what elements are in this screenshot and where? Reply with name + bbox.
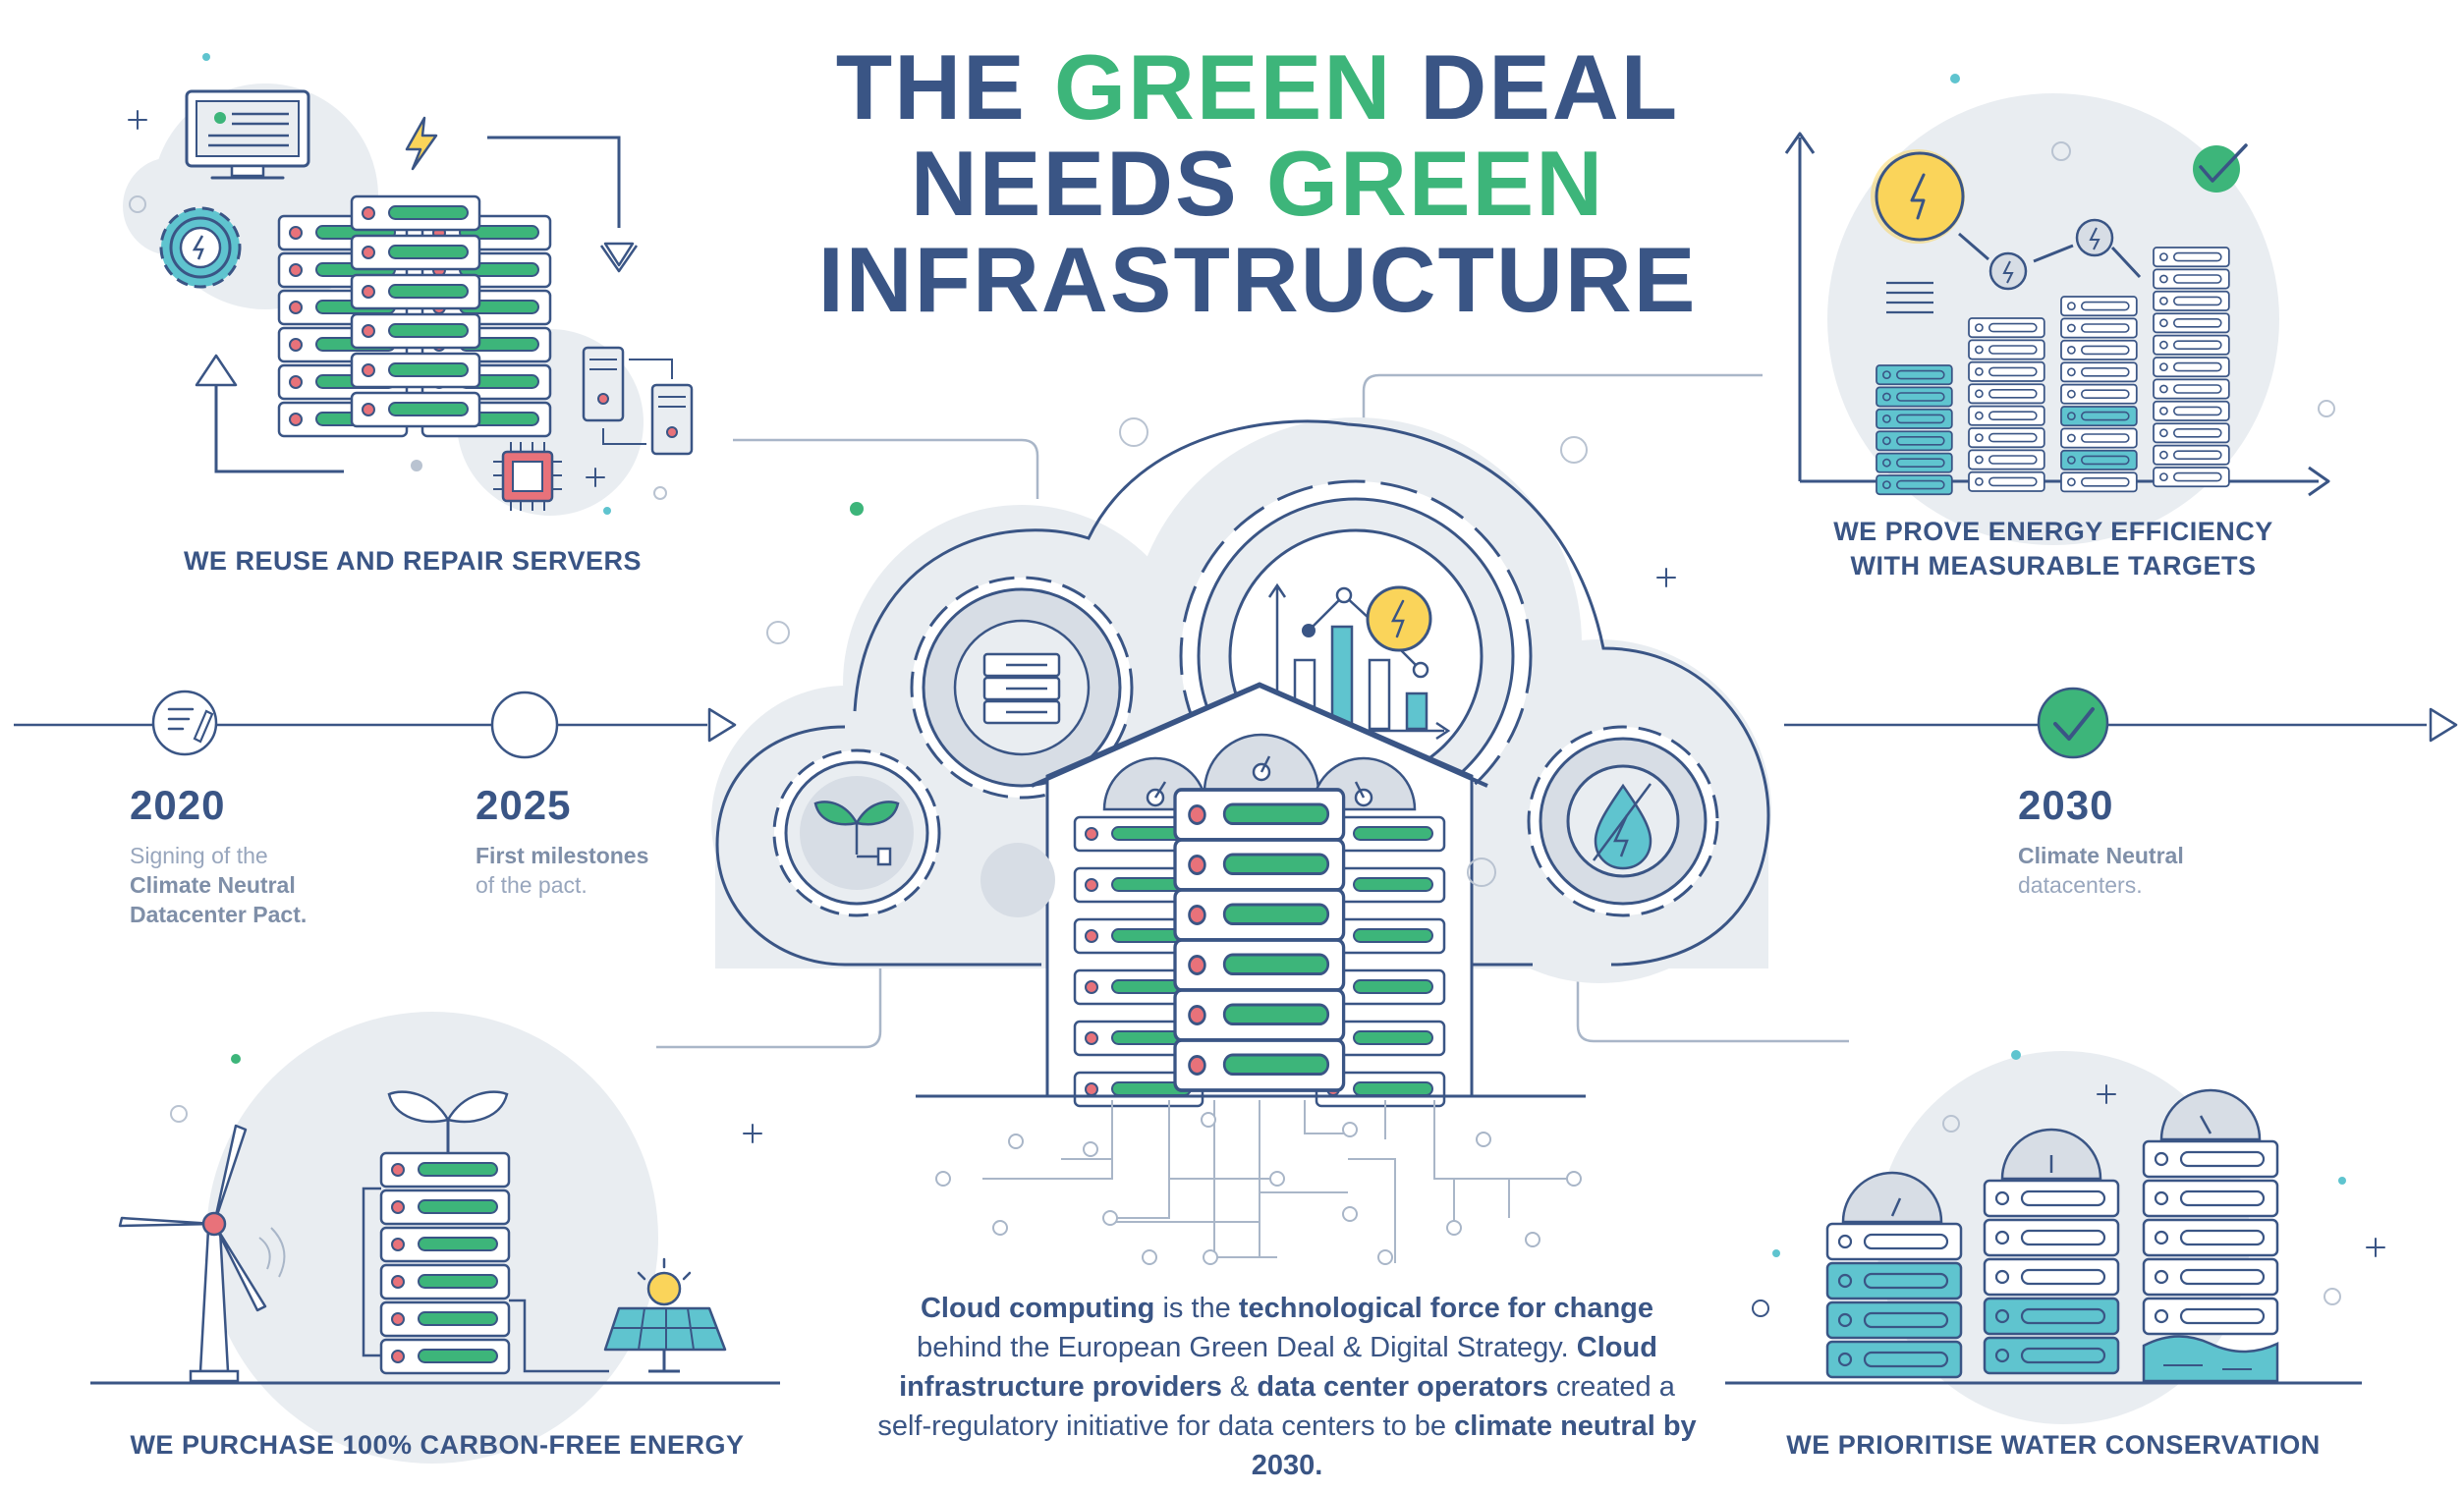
solar-panel-icon xyxy=(603,1257,727,1373)
body-text: is the xyxy=(1154,1293,1239,1324)
milestone-year-2025: 2025 xyxy=(476,782,572,828)
caption-efficiency-line1: WE PROVE ENERGY EFFICIENCY xyxy=(1833,517,2273,546)
milestone-desc-2020: Signing of the Climate Neutral Datacente… xyxy=(130,841,307,929)
reuse-illustration xyxy=(123,53,694,516)
server-rack-icon xyxy=(2142,1139,2279,1383)
milestone-desc-line: First milestones xyxy=(476,843,649,868)
milestone-empty-circle xyxy=(490,691,559,759)
body-bold: data center operators xyxy=(1257,1371,1548,1403)
sprout-icon xyxy=(772,748,941,917)
page-title: THE GREEN DEAL NEEDS GREEN INFRASTRUCTUR… xyxy=(747,39,1768,328)
milestone-desc-line: Climate Neutral xyxy=(130,872,296,898)
body-paragraph: Cloud computing is the technological for… xyxy=(874,1289,1700,1485)
milestone-desc-line: Datacenter Pact. xyxy=(130,902,308,927)
chip-icon xyxy=(493,442,562,511)
title-word: THE xyxy=(835,35,1054,138)
body-bold: climate neutral by 2030. xyxy=(1251,1410,1697,1481)
tower-computer-icon xyxy=(582,346,694,456)
milestone-desc-2030: Climate Neutral datacenters. xyxy=(2018,841,2184,900)
connector-lines xyxy=(656,373,1849,1049)
checkmark-icon xyxy=(2037,687,2109,759)
milestone-year-2030: 2030 xyxy=(2018,782,2114,828)
milestone-desc-line: of the pact. xyxy=(476,872,588,898)
lightning-icon xyxy=(1875,151,1965,242)
milestone-desc-2025: First milestones of the pact. xyxy=(476,841,648,900)
water-drop-icon xyxy=(1527,725,1719,917)
energy-illustration xyxy=(90,1012,780,1464)
milestone-desc-line: Climate Neutral xyxy=(2018,843,2184,868)
caption-water: WE PRIORITISE WATER CONSERVATION xyxy=(1786,1430,2321,1460)
cloud-icon xyxy=(711,417,1771,1265)
title-word-green: GREEN xyxy=(1265,132,1605,235)
sprout-icon xyxy=(387,1090,509,1155)
monitor-icon xyxy=(185,89,310,180)
gear-icon xyxy=(910,576,1134,800)
milestone-desc-line: Signing of the xyxy=(130,843,268,868)
wind-turbine-icon xyxy=(118,1124,286,1383)
title-word: INFRASTRUCTURE xyxy=(817,228,1698,331)
caption-energy: WE PURCHASE 100% CARBON-FREE ENERGY xyxy=(130,1430,745,1460)
title-word: DEAL xyxy=(1392,35,1680,138)
lightning-icon xyxy=(1366,585,1432,652)
body-bold: Cloud infrastructure providers xyxy=(899,1332,1657,1403)
body-bold: Cloud computing xyxy=(920,1293,1155,1324)
water-illustration xyxy=(1725,1050,2385,1424)
server-rack-icon xyxy=(1983,1179,2120,1375)
body-text: & xyxy=(1221,1371,1258,1403)
timeline-right xyxy=(1784,687,2458,759)
body-text: created a self-regulatory initiative for… xyxy=(877,1371,1675,1442)
bar-chart-icon xyxy=(1267,582,1451,741)
lightning-icon xyxy=(405,116,438,171)
caption-efficiency: WE PROVE ENERGY EFFICIENCY WITH MEASURAB… xyxy=(1768,515,2338,583)
efficiency-illustration xyxy=(1656,74,2335,587)
body-text: behind the European Green Deal & Digital… xyxy=(917,1332,1577,1363)
title-word-green: GREEN xyxy=(1053,35,1393,138)
caption-efficiency-line2: WITH MEASURABLE TARGETS xyxy=(1850,551,2257,581)
circuit-lines xyxy=(982,1100,1572,1263)
title-word: NEEDS xyxy=(910,132,1266,235)
timeline-left xyxy=(14,690,737,759)
milestone-desc-line: datacenters. xyxy=(2018,872,2143,898)
gear-icon xyxy=(159,206,242,289)
caption-reuse: WE REUSE AND REPAIR SERVERS xyxy=(183,546,643,576)
server-rack-icon xyxy=(1173,788,1346,1092)
body-bold: technological force for change xyxy=(1238,1293,1654,1324)
checkmark-icon xyxy=(2193,145,2240,193)
milestone-year-2020: 2020 xyxy=(130,782,226,828)
